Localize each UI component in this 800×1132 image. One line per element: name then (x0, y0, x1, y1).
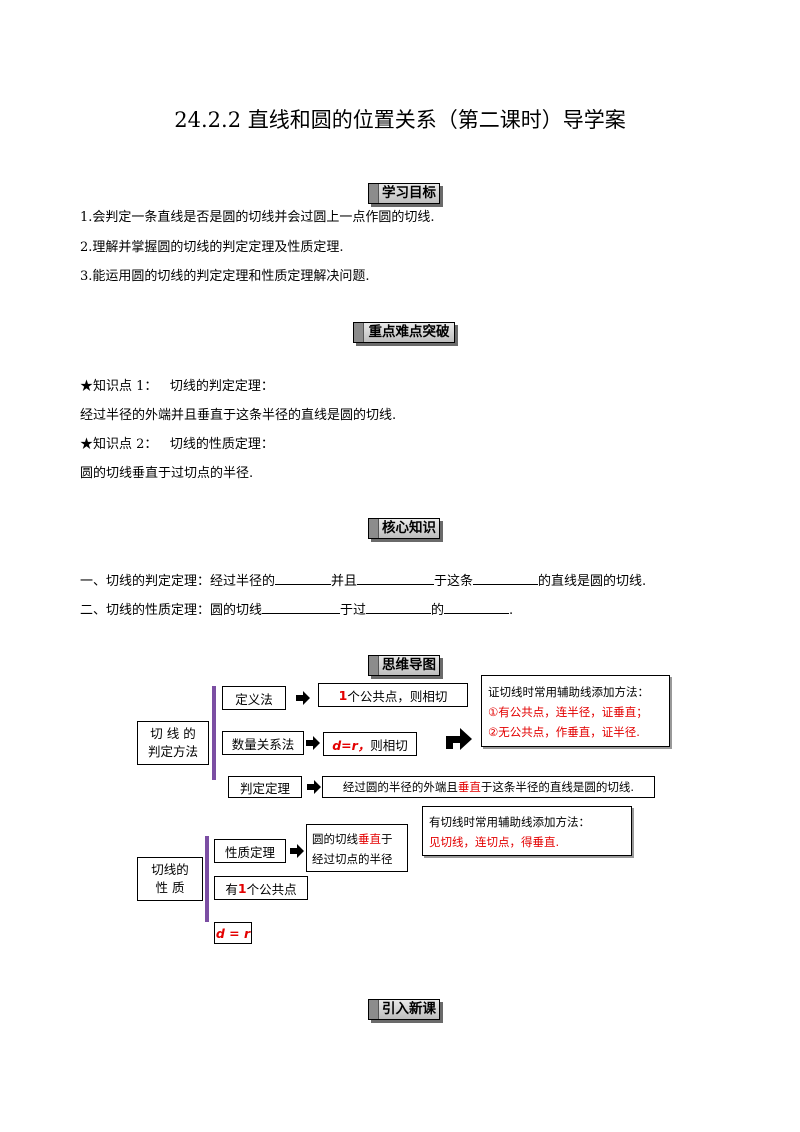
property-text-line-2: 经过切点的半径 (312, 852, 393, 866)
core-line-2-text-d: . (509, 603, 514, 618)
blank[interactable] (275, 583, 332, 585)
bracket (205, 836, 209, 922)
property-text-b: 于 (381, 832, 393, 846)
property-text-a: 圆的切线 (312, 832, 358, 846)
quantity-result-box: d=r，则相切 (323, 732, 417, 756)
blank[interactable] (366, 612, 432, 614)
quantity-result-text: 则相切 (370, 737, 408, 753)
definition-method-box: 定义法 (222, 686, 286, 710)
theorem-text-a: 经过圆的半径的外端且 (342, 780, 458, 794)
knowledge-point-2-text: 圆的切线垂直于过切点的半径. (80, 466, 254, 481)
bracket (212, 686, 216, 780)
section-header-objectives: 学习目标 (368, 183, 440, 204)
theorem-result-box: 经过圆的半径的外端且垂直于这条半径的直线是圆的切线. (322, 776, 655, 798)
aux-tip-2-text: 见切线，连切点，得垂直. (429, 835, 560, 849)
objective-3: 3.能运用圆的切线的判定定理和性质定理解决问题. (80, 269, 370, 284)
blank[interactable] (473, 583, 539, 585)
core-line-1-text-d: 的直线是圆的切线. (538, 574, 647, 589)
d-equals-r-text: d = r (215, 925, 251, 941)
aux-tip-1-line-1: ①有公共点，连半径，证垂直； (488, 705, 648, 719)
judge-root-line-2: 判定方法 (147, 744, 198, 759)
arrow-right-icon (307, 780, 321, 794)
d-equals-r-box: d = r (214, 922, 252, 944)
core-line-2-text-a: 二、切线的性质定理：圆的切线 (80, 603, 263, 618)
core-line-2: 二、切线的性质定理：圆的切线 于过 的. (80, 599, 513, 618)
section-header-mind-map: 思维导图 (368, 655, 440, 676)
core-line-1-text-c: 于这条 (434, 574, 474, 589)
section-header-core: 核心知识 (368, 518, 440, 539)
aux-tip-2-title: 有切线时常用辅助线添加方法： (429, 815, 590, 829)
knowledge-point-1-text: 经过半径的外端并且垂直于这条半径的直线是圆的切线. (80, 408, 397, 423)
aux-line-tip-box-2: 有切线时常用辅助线添加方法： 见切线，连切点，得垂直. (422, 806, 632, 856)
knowledge-point-1-title: 切线的判定定理： (169, 379, 274, 394)
property-root: 切线的 性 质 (137, 857, 203, 901)
knowledge-point-2-title: 切线的性质定理： (169, 437, 274, 452)
one-point-text-a: 有 (225, 881, 238, 897)
aux-line-tip-box-1: 证切线时常用辅助线添加方法： ①有公共点，连半径，证垂直； ②无公共点，作垂直，… (481, 675, 670, 747)
core-line-2-text-b: 于过 (340, 603, 367, 618)
property-theorem-box: 性质定理 (214, 839, 286, 863)
arrow-right-icon (290, 844, 304, 858)
objective-2: 2.理解并掌握圆的切线的判定定理及性质定理. (80, 240, 344, 255)
theorem-method-box: 判定定理 (228, 776, 302, 798)
page-title: 24.2.2 直线和圆的位置关系（第二课时）导学案 (174, 108, 626, 132)
quantity-expression: d=r， (332, 737, 371, 753)
core-line-1-text-b: 并且 (331, 574, 358, 589)
definition-number: 1 (338, 687, 348, 703)
property-root-line-2: 性 质 (155, 880, 185, 895)
blank[interactable] (444, 612, 510, 614)
objective-1: 1.会判定一条直线是否是圆的切线并会过圆上一点作圆的切线. (80, 210, 435, 225)
property-text-red: 垂直 (358, 832, 381, 846)
knowledge-point-1-label: ★知识点 1： (80, 379, 158, 394)
aux-tip-1-title: 证切线时常用辅助线添加方法： (488, 685, 649, 699)
core-line-2-text-c: 的 (431, 603, 445, 618)
aux-tip-1-line-2: ②无公共点，作垂直，证半径. (488, 725, 640, 739)
knowledge-point-2-label: ★知识点 2： (80, 437, 158, 452)
section-header-intro: 引入新课 (368, 999, 440, 1020)
theorem-text-red: 垂直 (457, 780, 481, 794)
property-result-box: 圆的切线垂直于 经过切点的半径 (306, 824, 408, 872)
blank[interactable] (262, 612, 341, 614)
bent-arrow-icon (446, 728, 472, 750)
property-root-line-1: 切线的 (151, 862, 189, 877)
one-point-text-b: 个公共点 (246, 881, 297, 897)
judge-method-root: 切 线 的 判定方法 (137, 721, 209, 765)
theorem-text-b: 于这条半径的直线是圆的切线. (480, 780, 635, 794)
knowledge-point-1: ★知识点 1： 切线的判定定理： (80, 375, 274, 394)
quantity-method-box: 数量关系法 (222, 731, 304, 755)
one-point-number: 1 (237, 880, 247, 896)
blank[interactable] (357, 583, 435, 585)
knowledge-point-2: ★知识点 2： 切线的性质定理： (80, 433, 274, 452)
section-header-key-points: 重点难点突破 (353, 322, 455, 343)
core-line-1-text-a: 一、切线的判定定理：经过半径的 (80, 574, 276, 589)
definition-result-text: 个公共点，则相切 (347, 688, 448, 704)
arrow-right-icon (296, 691, 310, 705)
core-line-1: 一、切线的判定定理：经过半径的 并且 于这条 的直线是圆的切线. (80, 570, 646, 589)
arrow-right-icon (306, 736, 320, 750)
judge-root-line-1: 切 线 的 (150, 726, 196, 741)
